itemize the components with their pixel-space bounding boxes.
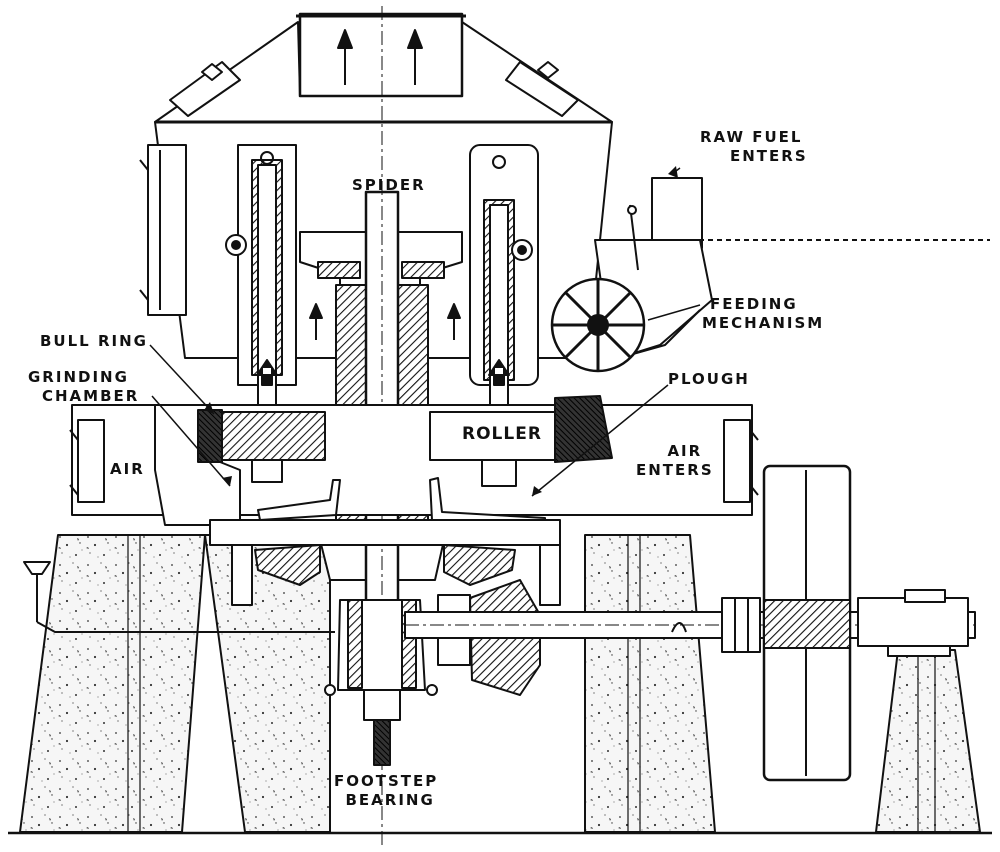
outlet-arrows-icon <box>337 29 423 85</box>
label-raw-fuel-enters: RAW FUEL ENTERS <box>700 128 808 166</box>
foundation-left <box>19 534 206 833</box>
crown-gear <box>254 544 516 586</box>
inspection-door-top-right <box>505 61 579 117</box>
roller-journal-left <box>225 144 297 496</box>
foundation-centre-right <box>584 534 716 833</box>
drive-pulley <box>762 464 852 782</box>
inner-flow-arrows-icon <box>309 303 461 340</box>
label-air-enters-line2: ENTERS <box>636 461 714 479</box>
outlet-duct <box>296 12 466 98</box>
label-air-enters: AIR ENTERS <box>636 442 714 480</box>
label-footstep-line2: BEARING <box>345 791 435 809</box>
raw-fuel-hopper <box>600 177 990 249</box>
label-spider: SPIDER <box>352 176 426 194</box>
label-grinding-line1: GRINDING <box>28 368 129 386</box>
label-feeding-line2: MECHANISM <box>702 314 825 332</box>
label-feeding-line1: FEEDING <box>710 295 798 313</box>
label-raw-fuel-line2: ENTERS <box>730 147 808 165</box>
label-air-left: AIR <box>110 460 145 478</box>
footstep-bearing <box>324 599 438 766</box>
label-grinding-chamber: GRINDING CHAMBER <box>28 368 139 406</box>
roller-right <box>429 411 556 487</box>
leader-lines <box>149 167 701 497</box>
inspection-door-side-left <box>139 144 187 316</box>
label-roller: ROLLER <box>462 424 542 444</box>
label-footstep-line1: FOOTSTEP <box>334 772 439 790</box>
leader-arrowheads <box>204 166 678 496</box>
lower-casing <box>209 519 561 606</box>
label-air-enters-line1: AIR <box>667 442 703 460</box>
inspection-door-top-left <box>169 61 241 117</box>
foundation-outboard-bearing <box>875 649 981 833</box>
roller-left <box>221 411 326 483</box>
shaft-coupling <box>721 597 761 653</box>
bull-ring-left <box>197 409 223 463</box>
label-bull-ring: BULL RING <box>40 332 148 350</box>
oil-cup <box>23 561 335 633</box>
label-footstep-bearing: FOOTSTEP BEARING <box>334 772 438 810</box>
roller-journal-right <box>469 144 539 491</box>
outboard-bearing <box>857 589 969 657</box>
label-plough: PLOUGH <box>668 370 750 388</box>
bull-ring-housing <box>69 404 759 526</box>
label-grinding-line2: CHAMBER <box>42 387 140 405</box>
bull-ring-right <box>554 395 613 463</box>
label-raw-fuel-line1: RAW FUEL <box>700 128 803 146</box>
label-feeding-mechanism: FEEDING MECHANISM <box>702 295 824 333</box>
feeder-wheel <box>550 277 646 373</box>
foundation-centre-left <box>204 534 331 833</box>
